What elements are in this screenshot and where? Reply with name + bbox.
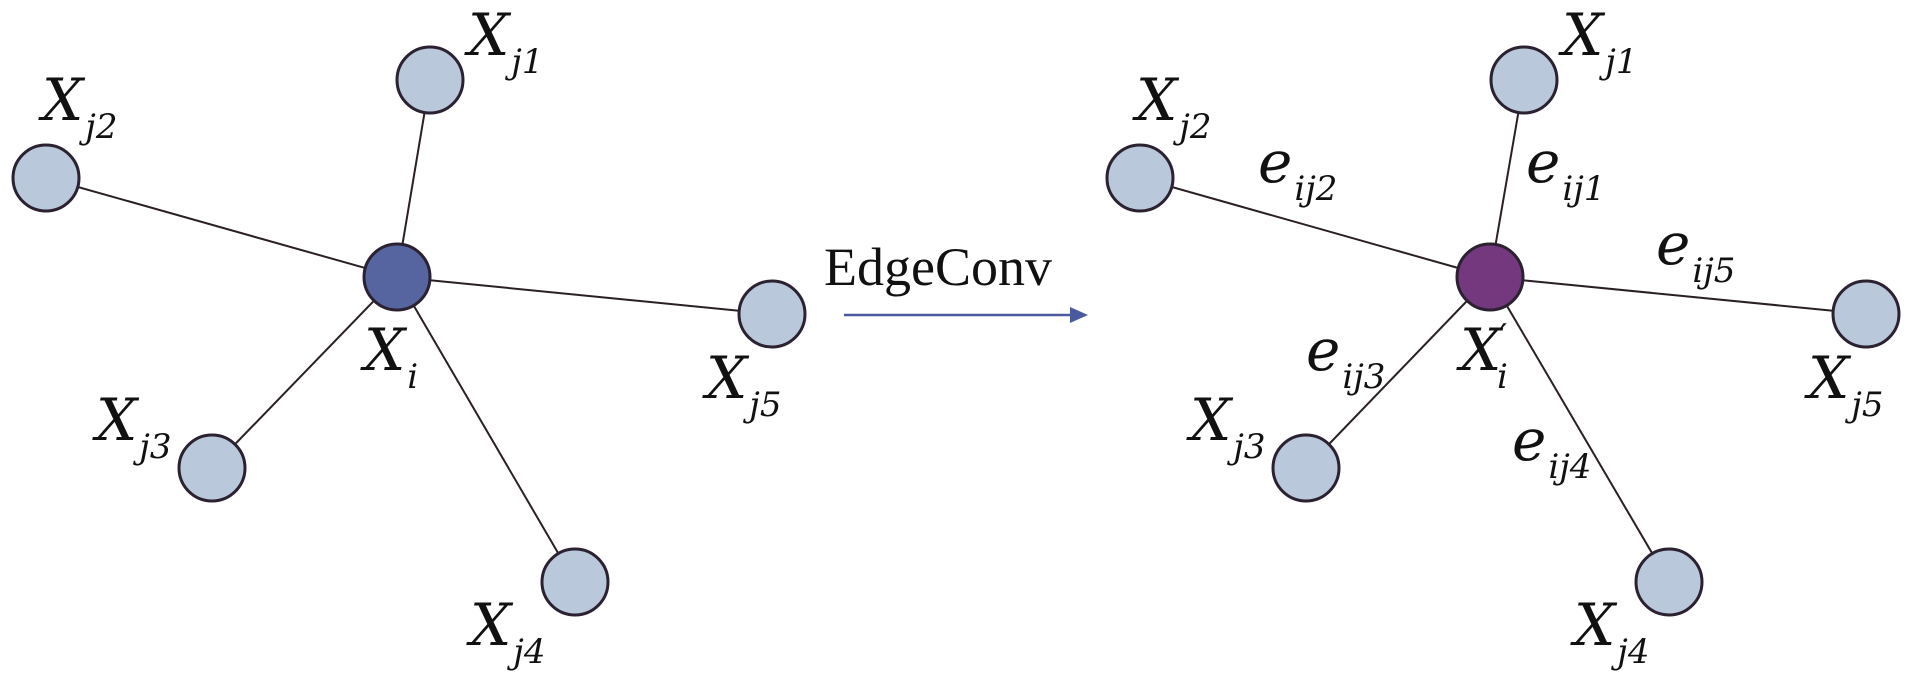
right-label-j4: Xj4 <box>1570 591 1649 672</box>
right-center-node <box>1455 242 1525 312</box>
edge-label-ij4: eij4 <box>1512 406 1591 487</box>
left-label-j1: Xj1 <box>464 1 543 82</box>
arrow-head-icon <box>1070 307 1088 323</box>
operation-label: EdgeConv <box>824 237 1052 297</box>
edge-label-ij1: eij1 <box>1526 128 1605 209</box>
right-node-j4 <box>1634 547 1704 617</box>
right-label-j5: Xj5 <box>1804 344 1883 425</box>
left-label-j2: Xj2 <box>38 66 117 147</box>
operation: EdgeConv <box>824 237 1088 323</box>
left-edge-j2 <box>45 177 398 278</box>
right-label-j2: Xj2 <box>1132 66 1211 147</box>
left-center-node <box>362 242 432 312</box>
right-graph: Xj1 Xj2 Xj3 Xj4 Xj5 X′i eij1 eij2 eij3 e… <box>1105 1 1901 672</box>
left-edge-j4 <box>396 276 576 583</box>
left-node-j1 <box>395 45 465 115</box>
left-label-center: Xi <box>360 316 418 397</box>
right-node-j3 <box>1271 433 1341 503</box>
left-edge-j3 <box>211 276 398 469</box>
left-node-j5 <box>737 279 807 349</box>
right-edge-j4 <box>1489 276 1670 583</box>
left-graph: Xj1 Xj2 Xj3 Xj4 Xj5 Xi <box>11 1 807 672</box>
edge-label-ij5: eij5 <box>1656 210 1735 291</box>
right-edge-j2 <box>1139 177 1491 278</box>
right-label-j1: Xj1 <box>1558 1 1637 82</box>
edge-label-ij3: eij3 <box>1306 316 1385 397</box>
edge-label-ij2: eij2 <box>1258 128 1337 209</box>
right-node-j5 <box>1831 279 1901 349</box>
right-edge-j5 <box>1489 276 1867 315</box>
left-node-j2 <box>11 143 81 213</box>
right-node-j2 <box>1105 143 1175 213</box>
right-label-center: X′i <box>1456 316 1508 397</box>
left-label-j5: Xj5 <box>702 344 781 425</box>
left-node-j3 <box>177 433 247 503</box>
left-label-j3: Xj3 <box>92 386 171 467</box>
left-node-j4 <box>540 547 610 617</box>
left-label-j4: Xj4 <box>466 591 545 672</box>
right-label-j3: Xj3 <box>1186 386 1265 467</box>
right-edge-j3 <box>1305 276 1491 469</box>
left-edge-j5 <box>396 276 773 315</box>
right-node-j1 <box>1489 45 1559 115</box>
